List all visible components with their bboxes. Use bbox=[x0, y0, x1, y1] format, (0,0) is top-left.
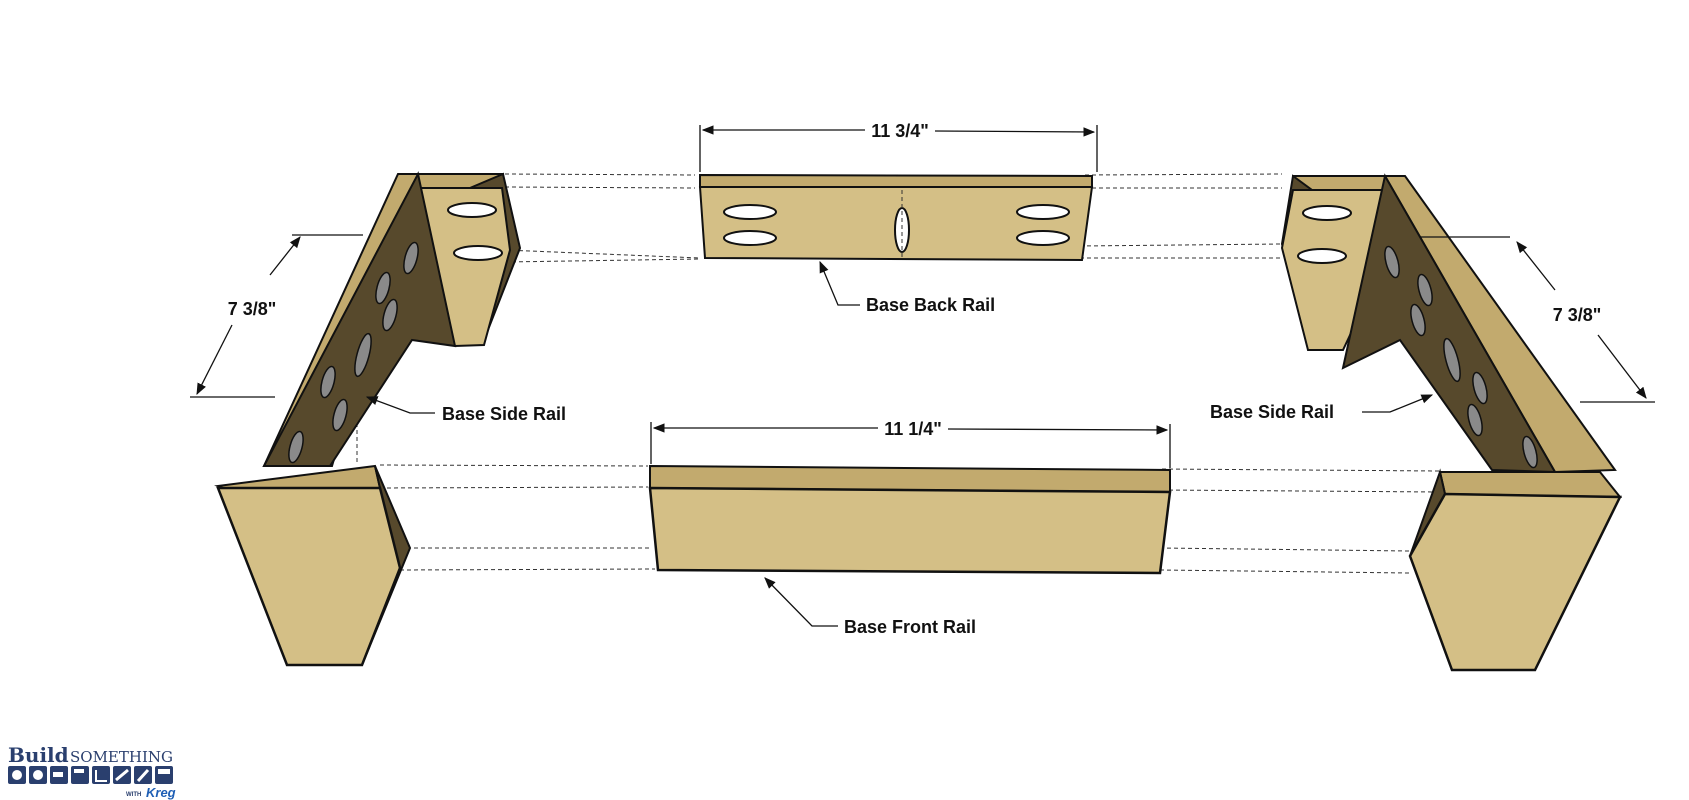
right-side-assembly bbox=[1280, 173, 1623, 672]
base-back-rail bbox=[698, 173, 1094, 262]
logo-with: WITH bbox=[126, 792, 141, 798]
roller-icon bbox=[155, 766, 173, 784]
logo-word-something: SOMETHING bbox=[70, 748, 173, 766]
left-side-rail-label: Base Side Rail bbox=[442, 404, 566, 424]
back-rail-label: Base Back Rail bbox=[866, 295, 995, 315]
right-side-dimension: 7 3/8" bbox=[1553, 305, 1602, 325]
pocket-holes bbox=[723, 204, 1070, 253]
pocket-holes bbox=[1384, 245, 1538, 469]
alignment-lines bbox=[322, 173, 1536, 574]
dimension-lines bbox=[190, 125, 1655, 468]
pocket-holes bbox=[288, 241, 419, 464]
base-front-rail bbox=[648, 464, 1172, 575]
leader-lines bbox=[365, 260, 1434, 627]
build-something-logo: Build SOMETHING WITH Kreg bbox=[8, 743, 176, 800]
hammer-icon bbox=[71, 766, 89, 784]
left-side-assembly bbox=[214, 171, 522, 667]
logo-kreg: Kreg bbox=[146, 785, 176, 800]
logo-tool-icons bbox=[8, 766, 173, 784]
left-side-dimension: 7 3/8" bbox=[228, 299, 277, 319]
right-side-rail-label: Base Side Rail bbox=[1210, 402, 1334, 422]
logo-word-build: Build bbox=[8, 743, 69, 767]
front-rail-label: Base Front Rail bbox=[844, 617, 976, 637]
back-rail-dimension: 11 3/4" bbox=[871, 121, 929, 141]
front-rail-dimension: 11 1/4" bbox=[884, 419, 942, 439]
